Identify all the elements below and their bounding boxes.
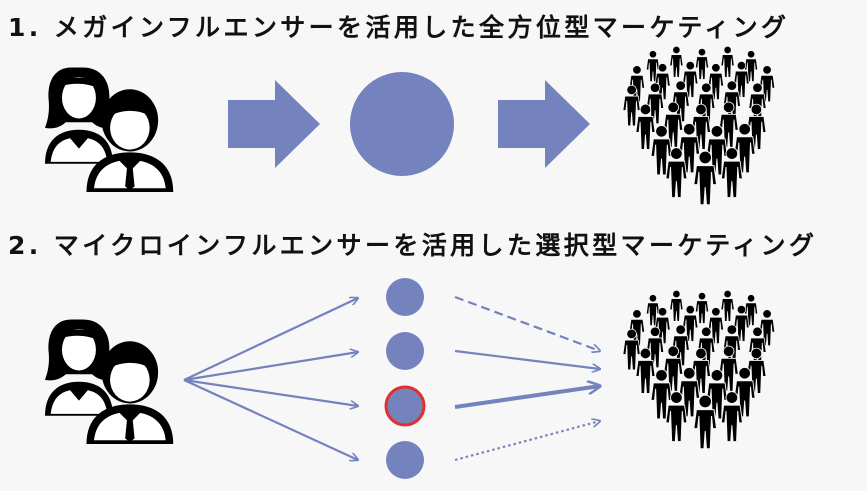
fan-arrow — [183, 379, 358, 460]
fan-arrow — [183, 352, 358, 382]
fan-arrow — [183, 298, 358, 381]
arrow-right-shape — [498, 80, 590, 168]
fan-arrow — [183, 378, 358, 406]
crowd-icon — [623, 290, 775, 448]
crowd-icon — [623, 46, 775, 204]
micro-influencer-circle-highlighted — [384, 385, 426, 427]
arrow-right-shape — [228, 80, 320, 168]
section1-title: 1. メガインフルエンサーを活用した全方位型マーケティング — [8, 13, 790, 42]
micro-influencer-circle — [386, 332, 424, 370]
micro-influencer-circle — [386, 441, 424, 479]
solid-arrow — [454, 349, 600, 369]
micro-influencer-circle — [386, 278, 424, 316]
dotted-arrow — [454, 421, 600, 462]
business-people-icon — [45, 319, 174, 444]
dashed-arrow — [454, 295, 600, 351]
section2-title: 2. マイクロインフルエンサーを活用した選択型マーケティング — [8, 231, 818, 260]
thick-arrow — [454, 386, 600, 409]
mega-influencer-circle — [350, 72, 454, 176]
business-people-icon — [45, 67, 174, 192]
